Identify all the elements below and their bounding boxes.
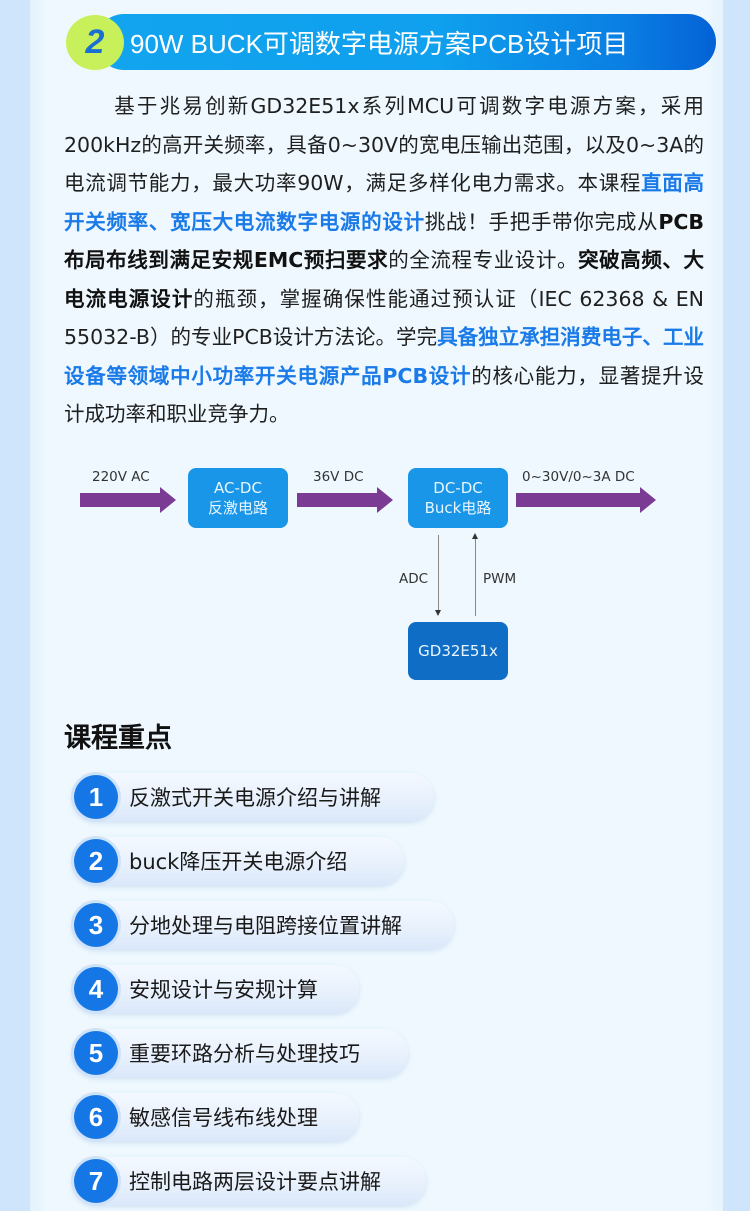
key-point-item: 6 敏感信号线布线处理 xyxy=(72,1093,359,1141)
item-label: 分地处理与电阻跨接位置讲解 xyxy=(129,914,402,938)
intro-highlight-2: 具备独立承担消费电子、工业设备等领域中小功率开关电源产品PCB设计 xyxy=(64,325,704,388)
mid-voltage-label: 36V DC xyxy=(313,469,364,485)
block2-line1: DC-DC xyxy=(433,479,483,497)
content-card: 90W BUCK可调数字电源方案PCB设计项目 2 基于兆易创新GD32E51x… xyxy=(30,0,723,1211)
section-header: 90W BUCK可调数字电源方案PCB设计项目 2 xyxy=(66,14,716,70)
mcu-block: GD32E51x xyxy=(408,622,508,680)
item-label: buck降压开关电源介绍 xyxy=(129,850,348,874)
input-voltage-label: 220V AC xyxy=(92,469,150,485)
key-point-item: 2 buck降压开关电源介绍 xyxy=(72,837,404,885)
intro-text-1: 基于兆易创新GD32E51x系列MCU可调数字电源方案，采用200kHz的高开关… xyxy=(64,94,704,195)
power-block-diagram: 220V AC AC-DC 反激电路 36V DC DC-DC Buck电路 0… xyxy=(30,450,723,690)
intro-text-4: 的瓶颈，掌握确保性能通过预认证（IEC 62368 & EN 55032-B）的… xyxy=(64,286,705,350)
adc-label: ADC xyxy=(399,571,429,587)
section-number-badge: 2 xyxy=(66,15,124,70)
dc-dc-buck-block: DC-DC Buck电路 xyxy=(408,468,508,528)
pwm-label: PWM xyxy=(483,571,517,587)
intro-highlight-1: 直面高开关频率、宽压大电流数字电源的设计 xyxy=(64,171,704,234)
item-label: 反激式开关电源介绍与讲解 xyxy=(129,786,381,810)
block2-line2: Buck电路 xyxy=(424,499,492,517)
item-label: 安规设计与安规计算 xyxy=(129,978,318,1002)
key-point-item: 7 控制电路两层设计要点讲解 xyxy=(72,1157,426,1205)
intro-text-2: 挑战！手把手带你完成从 xyxy=(424,209,659,234)
intro-text-3: 的全流程专业设计。 xyxy=(388,248,579,272)
item-label: 敏感信号线布线处理 xyxy=(129,1106,318,1130)
output-arrow-icon xyxy=(516,487,656,513)
block1-line1: AC-DC xyxy=(214,479,262,497)
item-number-badge: 2 xyxy=(74,839,118,883)
item-number-badge: 1 xyxy=(74,775,118,819)
key-point-item: 3 分地处理与电阻跨接位置讲解 xyxy=(72,901,454,949)
ac-dc-flyback-block: AC-DC 反激电路 xyxy=(188,468,288,528)
item-number-badge: 3 xyxy=(74,903,118,947)
adc-line xyxy=(438,535,439,613)
page-title: 90W BUCK可调数字电源方案PCB设计项目 xyxy=(130,28,629,59)
mid-arrow-icon xyxy=(297,487,393,513)
intro-bold-2: 突破高频、大电流电源设计 xyxy=(64,248,705,311)
item-label: 控制电路两层设计要点讲解 xyxy=(129,1170,381,1194)
key-points-title: 课程重点 xyxy=(64,723,172,754)
key-point-item: 1 反激式开关电源介绍与讲解 xyxy=(72,773,434,821)
key-point-item: 4 安规设计与安规计算 xyxy=(72,965,359,1013)
pwm-line xyxy=(475,538,476,616)
intro-text-5: 的核心能力，显著提升设计成功率和职业竞争力。 xyxy=(64,363,704,427)
item-number-badge: 6 xyxy=(74,1095,118,1139)
block1-line2: 反激电路 xyxy=(207,499,268,517)
item-label: 重要环路分析与处理技巧 xyxy=(129,1042,360,1066)
intro-bold-1: PCB布局布线到满足安规EMC预扫要求 xyxy=(64,209,705,273)
output-voltage-label: 0~30V/0~3A DC xyxy=(522,469,635,485)
item-number-badge: 4 xyxy=(74,967,118,1011)
adc-arrowhead-icon xyxy=(435,610,441,616)
key-point-item: 5 重要环路分析与处理技巧 xyxy=(72,1029,408,1077)
item-number-badge: 5 xyxy=(74,1031,118,1075)
item-number-badge: 7 xyxy=(74,1159,118,1203)
header-title-pill: 90W BUCK可调数字电源方案PCB设计项目 xyxy=(96,14,716,70)
intro-paragraph: 基于兆易创新GD32E51x系列MCU可调数字电源方案，采用200kHz的高开关… xyxy=(64,87,704,434)
input-arrow-icon xyxy=(80,487,176,513)
pwm-arrowhead-icon xyxy=(472,533,478,539)
mcu-label: GD32E51x xyxy=(418,642,498,660)
